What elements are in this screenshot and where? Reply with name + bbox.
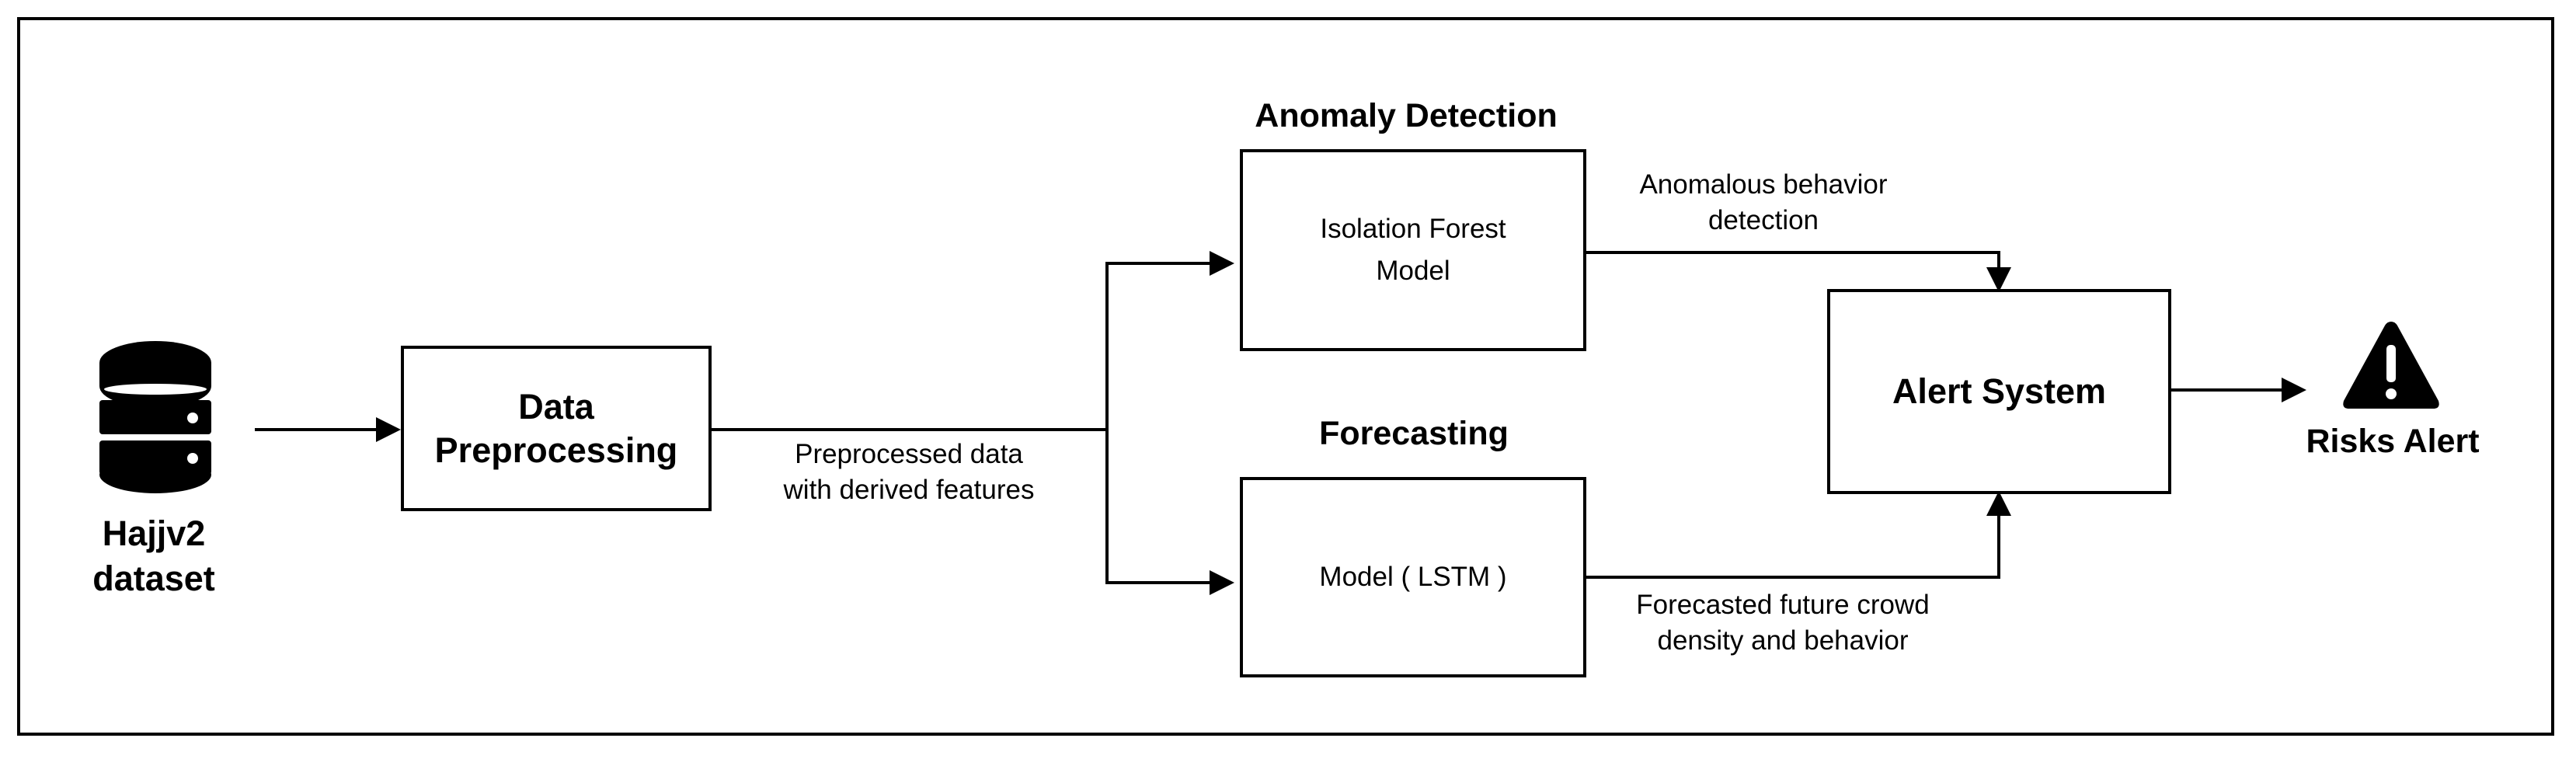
isolation-forest-model-box: Isolation Forest Model [1240, 149, 1586, 351]
anomalous-behavior-label: Anomalous behavior detection [1616, 167, 1911, 238]
data-preprocessing-line2: Preprocessing [434, 430, 678, 470]
forecasted-crowd-line1: Forecasted future crowd [1636, 590, 1930, 620]
data-preprocessing-line1: Data [518, 386, 594, 427]
preprocessed-data-line2: with derived features [783, 475, 1035, 505]
diagram-frame [17, 17, 2554, 736]
alert-system-label: Alert System [1892, 371, 2107, 411]
anomaly-detection-title: Anomaly Detection [1255, 97, 1558, 134]
dataset-label-line2: dataset [92, 559, 215, 598]
preprocessed-data-line1: Preprocessed data [795, 439, 1023, 469]
dataset-label-line1: Hajjv2 [102, 514, 206, 553]
data-preprocessing-box: Data Preprocessing [401, 346, 712, 511]
lstm-model-label: Model ( LSTM ) [1319, 562, 1507, 592]
isolation-forest-line1: Isolation Forest [1320, 214, 1506, 244]
risks-alert-label: Risks Alert [2306, 423, 2480, 460]
arrow-anomaly-to-alert [1586, 251, 2011, 292]
forecasted-crowd-label: Forecasted future crowd density and beha… [1608, 587, 1958, 659]
database-icon [97, 341, 214, 493]
preprocessed-data-label: Preprocessed data with derived features [738, 437, 1080, 508]
anomalous-behavior-line1: Anomalous behavior [1639, 169, 1888, 200]
arrow-to-anomaly-model [1105, 251, 1234, 430]
warning-icon [2343, 322, 2439, 409]
dataset-label: Hajjv2 dataset [61, 511, 247, 601]
lstm-model-box: Model ( LSTM ) [1240, 477, 1586, 677]
forecasted-crowd-line2: density and behavior [1657, 625, 1909, 656]
arrow-to-forecast-model [1105, 430, 1234, 595]
arrow-forecast-to-alert [1586, 491, 2011, 579]
isolation-forest-line2: Model [1376, 256, 1450, 286]
forecasting-title: Forecasting [1319, 415, 1509, 452]
anomalous-behavior-line2: detection [1707, 205, 1819, 235]
alert-system-box: Alert System [1827, 289, 2171, 494]
